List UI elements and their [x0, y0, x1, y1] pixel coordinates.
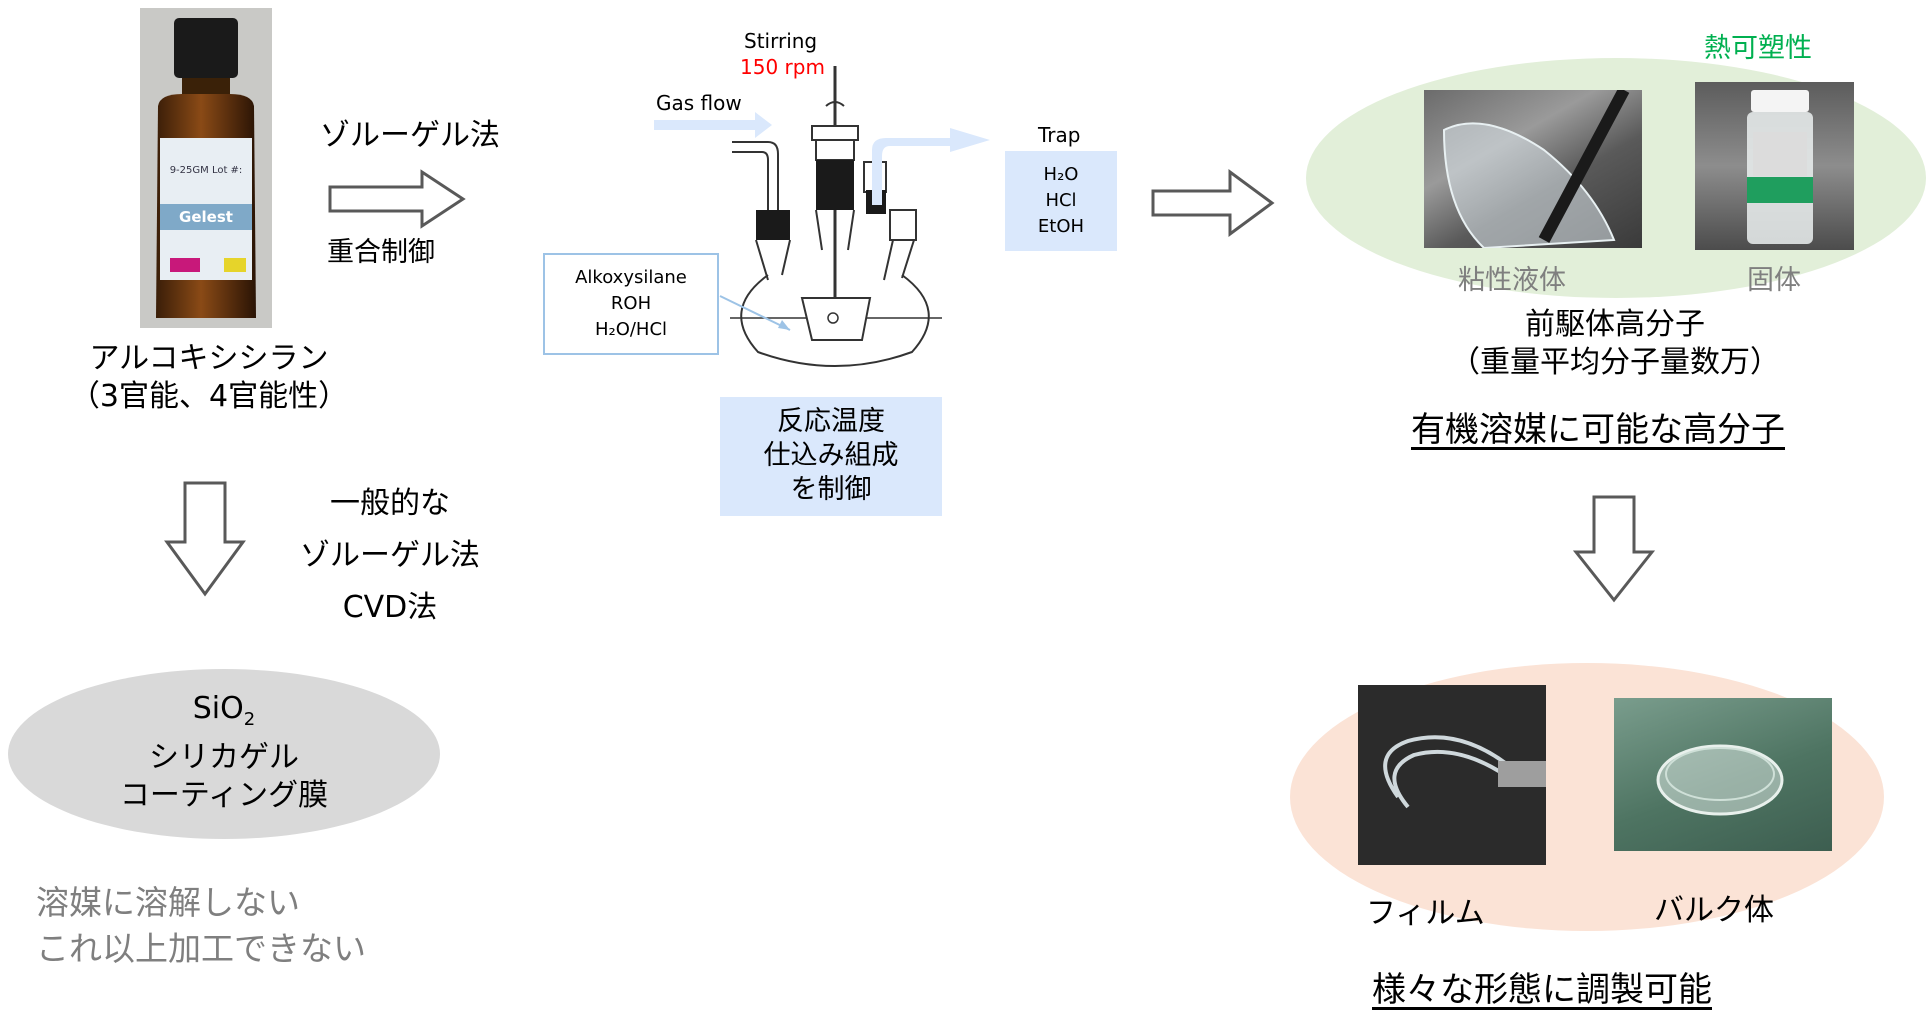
sol-gel-label: ゾルーゲル法: [320, 118, 500, 153]
control-line2: 仕込み組成: [763, 440, 899, 471]
rpm-label: 150 rpm: [740, 55, 825, 79]
trap-title: Trap: [1038, 123, 1081, 147]
polymer-control-label: 重合制御: [327, 237, 435, 268]
note-line2: これ以上加工できない: [36, 929, 366, 968]
bottle-label-text: 9-25GM Lot #:: [170, 165, 243, 176]
reagents-box: Alkoxysilane ROH H₂O/HCl: [543, 253, 719, 355]
insoluble-note: 溶媒に溶解しない これ以上加工できない: [36, 880, 366, 972]
right-arrow-icon-2: [1151, 169, 1275, 237]
solid-photo: [1695, 82, 1854, 250]
precursor-line2: （重量平均分子量数万）: [1450, 345, 1780, 380]
viscous-label: 粘性液体: [1458, 265, 1566, 296]
bulk-label: バルク体: [1654, 893, 1774, 928]
trap-hcl: HCl: [1045, 190, 1077, 211]
trap-h2o: H₂O: [1043, 164, 1079, 185]
general-line3: CVD法: [342, 590, 438, 625]
down-arrow-icon: [164, 481, 246, 597]
film-photo: [1358, 685, 1546, 865]
gas-flow-label: Gas flow: [656, 91, 742, 115]
various-forms-label: 様々な形態に調製可能: [1372, 970, 1712, 1010]
viscous-liquid-photo: [1424, 90, 1642, 248]
reagent-roh: ROH: [610, 293, 652, 314]
bulk-photo: [1614, 698, 1832, 851]
trap-etoh: EtOH: [1037, 216, 1085, 237]
trap-box: H₂O HCl EtOH: [1005, 151, 1117, 251]
precursor-line1: 前駆体高分子: [1525, 307, 1705, 342]
alkoxysilane-title: アルコキシシラン （3官能、4官能性）: [40, 340, 378, 416]
sio2-formula: SiO2: [192, 691, 256, 730]
alkoxysilane-bottle-photo: 9-25GM Lot #: Gelest: [140, 8, 272, 328]
sio2-ellipse: [8, 669, 440, 839]
precursor-text: 前駆体高分子 （重量平均分子量数万）: [1390, 306, 1840, 382]
control-box: 反応温度 仕込み組成 を制御: [720, 397, 942, 516]
reagent-alkoxysilane: Alkoxysilane: [575, 267, 687, 288]
general-line1: 一般的な: [330, 486, 450, 521]
sio2-line3: コーティング膜: [119, 778, 329, 813]
control-line1: 反応温度: [777, 406, 885, 437]
general-line2: ゾルーゲル法: [300, 538, 480, 573]
film-label: フィルム: [1366, 896, 1485, 931]
solid-label: 固体: [1747, 265, 1801, 296]
thermoplastic-label: 熱可塑性: [1704, 33, 1812, 64]
alkoxysilane-title-line2: （3官能、4官能性）: [69, 379, 349, 414]
bottle-brand-text: Gelest: [179, 208, 233, 226]
control-line3: を制御: [790, 474, 872, 505]
down-arrow-icon-2: [1572, 495, 1656, 603]
stirring-label: Stirring: [744, 29, 818, 53]
reagent-h2o-hcl: H₂O/HCl: [594, 319, 668, 340]
right-arrow-icon: [328, 169, 466, 229]
sio2-line2: シリカゲル: [149, 740, 299, 775]
general-methods: 一般的な ゾルーゲル法 CVD法: [260, 478, 520, 634]
alkoxysilane-title-line1: アルコキシシラン: [89, 341, 329, 376]
note-line1: 溶媒に溶解しない: [36, 883, 300, 922]
reaction-flask-diagram: [654, 66, 990, 367]
soluble-polymer-label: 有機溶媒に可能な高分子: [1411, 410, 1785, 450]
sio2-text: SiO2 シリカゲル コーティング膜: [8, 690, 440, 815]
